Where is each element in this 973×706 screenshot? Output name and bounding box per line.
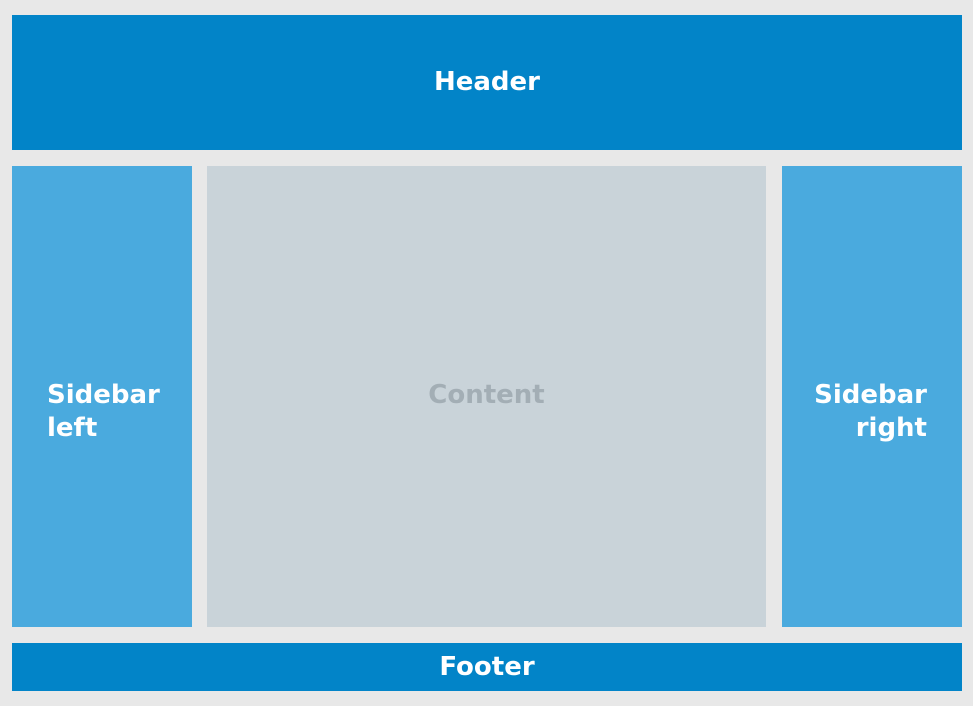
footer-region: Footer [12,643,962,691]
sidebar-left-label: Sidebar left [47,380,160,443]
content-region: Content [207,166,766,627]
header-label: Header [433,67,540,97]
sidebar-left-region: Sidebar left [12,166,192,627]
content-label: Content [428,380,545,410]
sidebar-right-region: Sidebar right [782,166,962,627]
header-region: Header [12,15,962,150]
sidebar-right-label: Sidebar right [814,380,927,443]
footer-label: Footer [439,651,535,682]
